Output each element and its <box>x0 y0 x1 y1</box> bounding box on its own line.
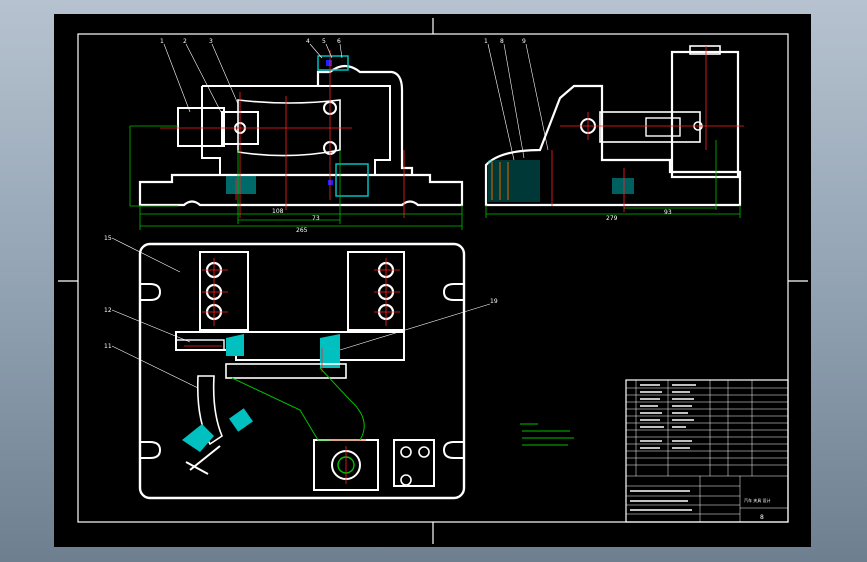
side-leader-8: 8 <box>500 38 504 45</box>
side-leader-9: 9 <box>522 38 526 45</box>
plan-clamp-rod <box>175 339 225 351</box>
side-bottom-hatch <box>612 178 634 194</box>
plan-leader-19: 19 <box>490 298 498 305</box>
front-leader-5: 5 <box>322 38 326 45</box>
plan-bar-hatch-right <box>320 334 340 368</box>
plan-guide-rail <box>225 363 347 379</box>
plan-left-bolt-column <box>199 251 249 331</box>
front-marker <box>328 180 333 185</box>
front-body-outline <box>201 85 391 175</box>
side-dim-279: 279 <box>606 215 618 222</box>
side-clamp-arm <box>599 111 701 143</box>
plan-swing-link <box>196 375 223 446</box>
side-dimension-lines <box>485 140 741 218</box>
plan-valve-port-3 <box>400 474 412 486</box>
plan-valve-block <box>393 439 435 487</box>
plan-right-bolt-column <box>347 251 405 331</box>
side-section-hatch <box>488 160 540 202</box>
front-view: 1 2 3 4 5 6 108 73 265 <box>129 38 464 234</box>
side-leader-1: 1 <box>484 38 488 45</box>
side-column <box>670 50 740 179</box>
bom-grid <box>626 380 788 522</box>
plan-view: 15 12 11 19 <box>104 235 498 500</box>
plan-hinge-hatch <box>229 408 253 432</box>
plan-base-outline <box>138 242 466 500</box>
front-column <box>316 64 414 175</box>
front-centerlines <box>160 50 405 218</box>
plan-centerlines <box>184 258 400 484</box>
front-base-plate <box>138 173 464 207</box>
plan-leader-12: 12 <box>104 307 112 314</box>
side-body-outline <box>484 84 742 207</box>
side-jaw <box>645 117 681 137</box>
front-leader-6: 6 <box>337 38 341 45</box>
side-leader-lines <box>487 43 549 161</box>
title-block: 汽车 夹具 设计 8 <box>625 379 789 523</box>
title-block-sheet-mark: 8 <box>760 514 764 521</box>
plan-valve-port-2 <box>418 446 430 458</box>
front-cylinder-head <box>317 55 349 71</box>
plan-leader-11: 11 <box>104 343 112 350</box>
front-dim-265: 265 <box>296 227 308 234</box>
plan-leader-15: 15 <box>104 235 112 242</box>
front-leader-lines <box>163 43 343 115</box>
front-leader-3: 3 <box>209 38 213 45</box>
front-section-hatch-left <box>226 176 256 194</box>
front-leader-1: 1 <box>160 38 164 45</box>
plan-mount-slots <box>140 283 464 459</box>
front-section-hatch-right <box>335 163 369 197</box>
side-centerlines <box>551 46 744 212</box>
centering-marks <box>58 18 808 544</box>
plan-valve-port-1 <box>400 446 412 458</box>
side-hatch-strokes <box>491 162 509 200</box>
front-dim-73: 73 <box>312 215 320 222</box>
front-cylinder-port <box>326 60 332 66</box>
plan-bolt-holes <box>205 261 395 321</box>
plan-leader-lines <box>111 237 491 389</box>
front-leader-2: 2 <box>183 38 187 45</box>
bom-text-marks <box>630 384 696 511</box>
front-dimension-lines <box>129 125 463 230</box>
technical-notes <box>520 423 574 446</box>
side-view: 1 8 9 279 93 <box>484 38 744 222</box>
plan-handle-cross <box>185 461 209 475</box>
front-leader-4: 4 <box>306 38 310 45</box>
side-column-cap <box>689 45 721 55</box>
side-dim-93: 93 <box>664 209 672 216</box>
front-clamp-block <box>177 107 225 147</box>
plan-bar-hatch-left <box>226 334 244 356</box>
title-block-name: 汽车 夹具 设计 <box>744 497 771 503</box>
front-dim-108: 108 <box>272 208 284 215</box>
plan-swing-hatch <box>182 424 214 452</box>
